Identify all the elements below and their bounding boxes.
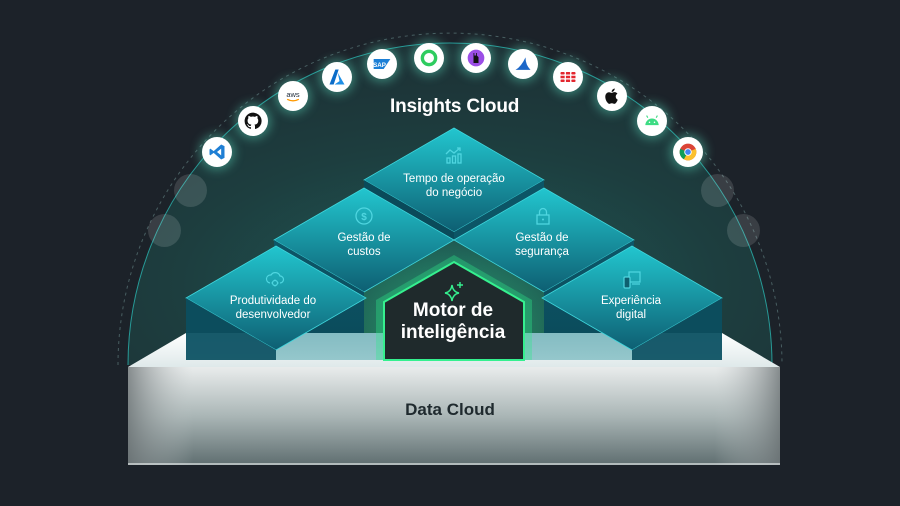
vscode-icon[interactable] [202,137,232,167]
insights-cloud-title: Insights Cloud [390,96,520,117]
placeholder-node [727,214,760,247]
svg-text:$: $ [361,212,367,223]
placeholder-node [174,174,207,207]
center-intelligence-engine [376,255,532,361]
placeholder-node [701,174,734,207]
dome-outline [127,42,773,366]
android-icon[interactable] [637,106,667,136]
svg-text:aws: aws [286,90,300,99]
apple-icon[interactable] [597,81,627,111]
chart-trend-icon [445,147,462,164]
tile-developer-productivity [185,245,367,360]
dollar-coin-icon: $ [355,207,373,225]
sparkle-icon [444,282,463,302]
shark-fin-icon[interactable] [508,49,538,79]
placeholder-node [148,214,181,247]
purple-badge-icon[interactable] [461,43,491,73]
sap-icon[interactable]: SAP [367,49,397,79]
cloud-gear-icon [265,272,285,287]
green-ring-icon[interactable] [414,43,444,73]
devices-icon [623,271,641,289]
tile-digital-experience [541,245,723,360]
github-icon[interactable] [238,106,268,136]
dome-dashed-orbit [117,32,783,366]
fortinet-icon[interactable] [553,62,583,92]
data-cloud-label: Data Cloud [405,400,495,419]
tile-business-uptime [363,127,545,240]
aws-icon[interactable]: aws [278,81,308,111]
svg-text:SAP: SAP [373,62,386,69]
azure-icon[interactable] [322,62,352,92]
chrome-icon[interactable] [673,137,703,167]
padlock-icon [536,207,550,225]
